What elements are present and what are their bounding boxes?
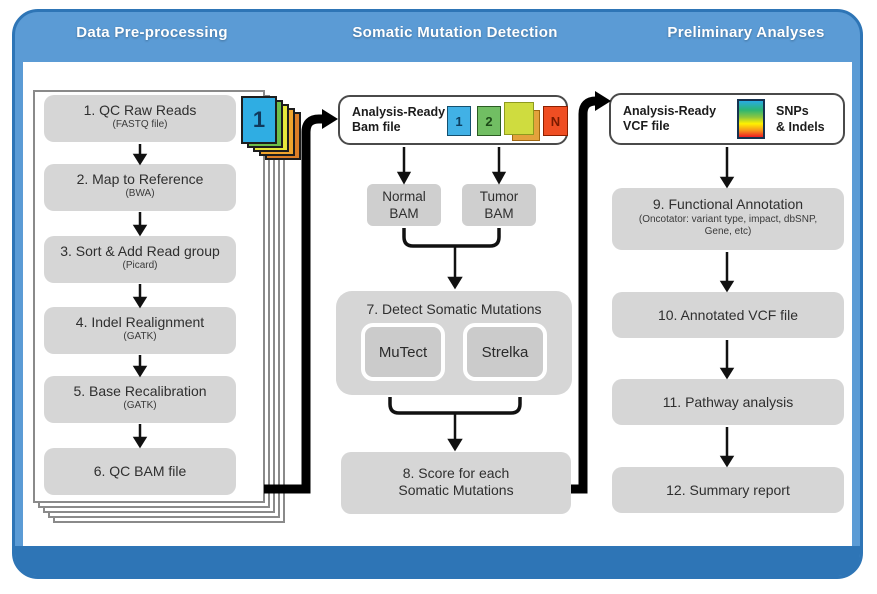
step-title: 5. Base Recalibration	[73, 383, 207, 399]
step-title: 3. Sort & Add Read group	[60, 243, 220, 259]
step8-line1: 8. Score for each	[402, 465, 510, 481]
tumor-bam-line2: BAM	[484, 206, 514, 221]
step-subtitle: (BWA)	[125, 188, 155, 199]
snp-indel-rainbow-icon	[737, 99, 765, 139]
step-title: 2. Map to Reference	[76, 171, 204, 187]
step-title: 1. QC Raw Reads	[83, 102, 197, 118]
vcf-legend-line2: & Indels	[776, 120, 825, 134]
step-title: 12. Summary report	[666, 481, 790, 498]
step-title: 4. Indel Realignment	[75, 314, 205, 330]
normal-bam-node: Normal BAM	[367, 184, 441, 226]
analysis-ready-vcf-box: Analysis-Ready VCF file	[609, 93, 845, 145]
step-subtitle: (GATK)	[123, 331, 157, 342]
step-subtitle: (Oncotator: variant type, impact, dbSNP,…	[638, 214, 818, 237]
step-6-qc-bam-file: 6. QC BAM file	[44, 448, 236, 495]
vcf-box-title-line1: Analysis-Ready	[623, 104, 717, 118]
normal-bam-line2: BAM	[389, 206, 419, 221]
step-subtitle: (Picard)	[122, 260, 158, 271]
bam-sample-square-2: 2	[477, 106, 501, 136]
step-title: 9. Functional Annotation	[652, 196, 804, 212]
vcf-box-title-line2: VCF file	[623, 119, 670, 133]
bam-box-title: Analysis-Ready Bam file	[340, 105, 445, 135]
column-header-somatic-detection: Somatic Mutation Detection	[352, 24, 558, 41]
normal-bam-line1: Normal	[382, 189, 426, 204]
sample-card-1: 1	[241, 96, 277, 144]
tumor-bam-line1: Tumor	[479, 189, 519, 204]
step-11-pathway-analysis: 11. Pathway analysis	[612, 379, 844, 425]
bam-sample-square-ellipsis-front	[504, 102, 534, 135]
step-3-sort-add-read-group: 3. Sort & Add Read group (Picard)	[44, 236, 236, 283]
step-title: 10. Annotated VCF file	[657, 306, 799, 323]
vcf-legend-line1: SNPs	[776, 104, 809, 118]
column-header-preprocessing: Data Pre-processing	[76, 24, 228, 41]
step-title: 11. Pathway analysis	[662, 393, 794, 410]
step-subtitle: (GATK)	[123, 400, 157, 411]
column-header-preliminary-analyses: Preliminary Analyses	[667, 24, 825, 41]
footer-band	[15, 546, 860, 576]
vcf-box-title: Analysis-Ready VCF file	[611, 104, 716, 134]
bam-box-title-line2: Bam file	[352, 120, 401, 134]
step-1-qc-raw-reads: 1. QC Raw Reads (FASTQ file)	[44, 95, 236, 142]
step-10-annotated-vcf-file: 10. Annotated VCF file	[612, 292, 844, 338]
bam-box-title-line1: Analysis-Ready	[352, 105, 446, 119]
step7-title: 7. Detect Somatic Mutations	[366, 301, 542, 317]
step-9-functional-annotation: 9. Functional Annotation (Oncotator: var…	[612, 188, 844, 250]
step8-line2: Somatic Mutations	[398, 482, 514, 498]
step-8-score-somatic-mutations: 8. Score for each Somatic Mutations	[341, 452, 571, 514]
step-5-base-recalibration: 5. Base Recalibration (GATK)	[44, 376, 236, 423]
vcf-legend: SNPs & Indels	[776, 103, 825, 135]
step-12-summary-report: 12. Summary report	[612, 467, 844, 513]
bam-sample-square-n: N	[543, 106, 568, 136]
step-subtitle: (FASTQ file)	[112, 119, 168, 130]
step-title: 6. QC BAM file	[93, 463, 187, 479]
tool-mutect: MuTect	[361, 323, 445, 381]
step-4-indel-realignment: 4. Indel Realignment (GATK)	[44, 307, 236, 354]
tool-strelka: Strelka	[463, 323, 547, 381]
tumor-bam-node: Tumor BAM	[462, 184, 536, 226]
paper-stack-page-main	[33, 90, 265, 503]
bam-sample-square-1: 1	[447, 106, 471, 136]
step-2-map-to-reference: 2. Map to Reference (BWA)	[44, 164, 236, 211]
